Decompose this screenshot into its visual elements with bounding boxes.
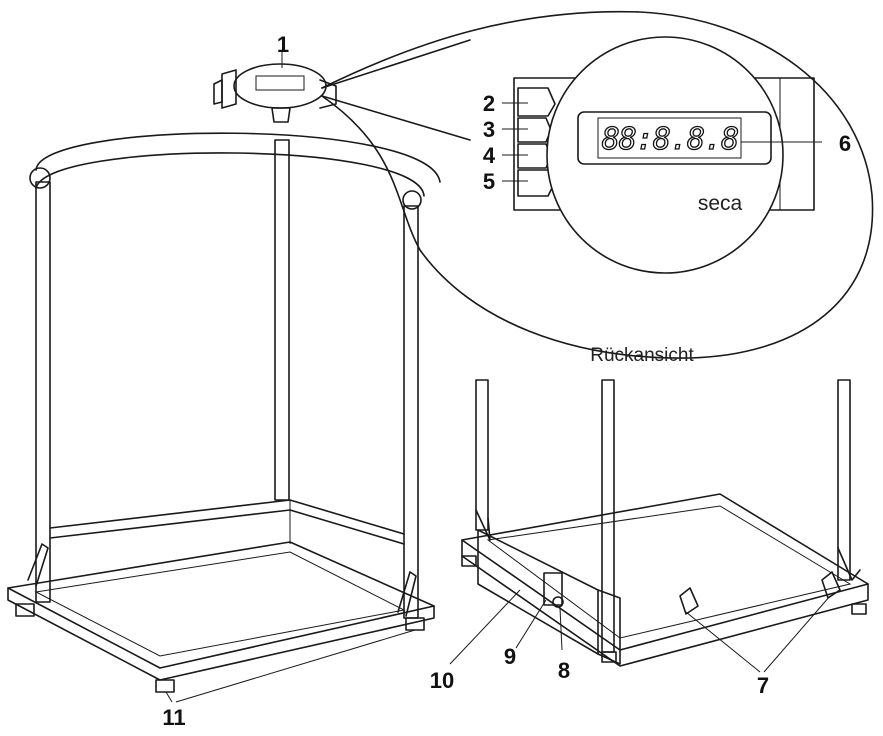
feet-rear — [461, 555, 867, 663]
callout-4: 4 — [483, 143, 496, 168]
callout-3: 3 — [483, 117, 495, 142]
display-dial — [546, 36, 784, 274]
platform-front — [7, 499, 435, 681]
feet-front — [15, 603, 425, 693]
posts — [35, 139, 419, 619]
button-3 — [517, 117, 552, 143]
display-head — [213, 63, 337, 123]
rear-view-caption: Rückansicht — [590, 345, 694, 366]
rear-posts — [475, 379, 861, 653]
platform-rear — [461, 493, 869, 667]
lcd-readout: 88:8.8.8 — [602, 122, 739, 157]
callout-9: 9 — [504, 644, 516, 669]
callout-8: 8 — [558, 658, 570, 683]
callout-2: 2 — [483, 91, 495, 116]
callout-7: 7 — [757, 673, 769, 698]
button-4 — [517, 143, 552, 169]
callout-1: 1 — [277, 32, 289, 57]
button-2 — [517, 87, 556, 117]
brand-logo: seca — [698, 192, 743, 215]
handrail — [29, 132, 441, 210]
callout-5: 5 — [483, 169, 495, 194]
lcd-display: 88:8.8.8 — [577, 111, 772, 165]
callout-11: 11 — [162, 705, 185, 730]
callout-10: 10 — [430, 668, 454, 693]
callout-6: 6 — [839, 131, 851, 156]
zoom-bubble — [321, 10, 874, 359]
